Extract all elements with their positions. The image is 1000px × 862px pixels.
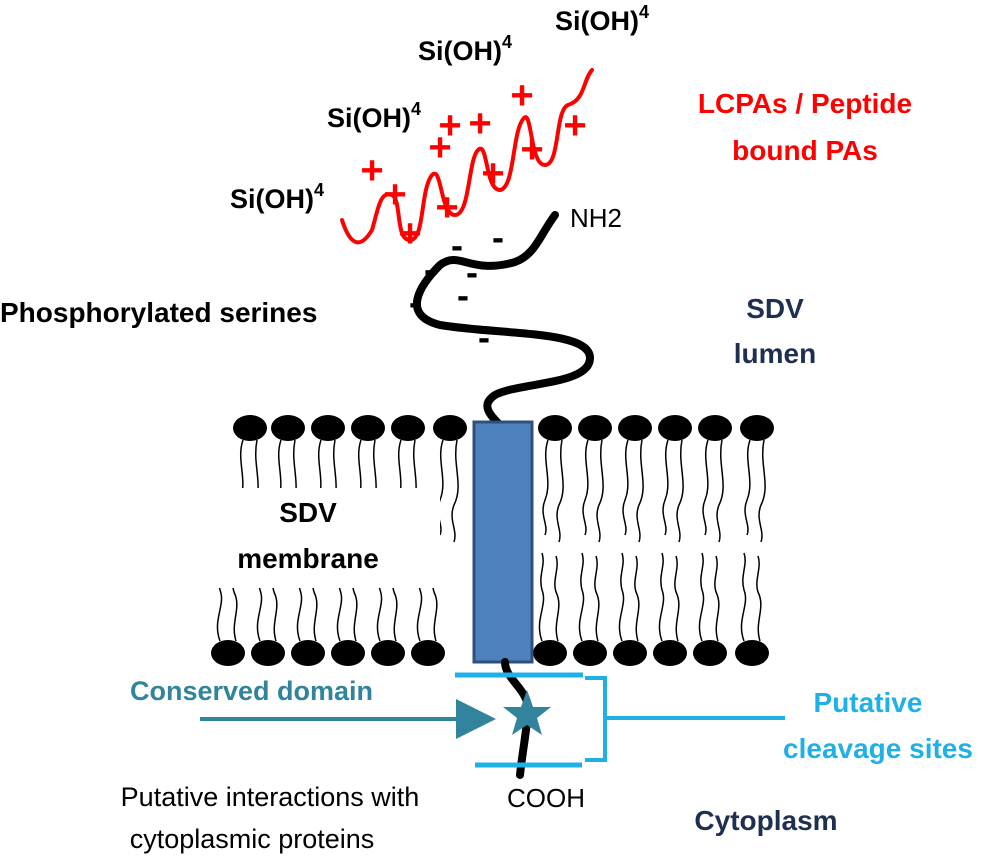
lipid-head <box>233 415 267 441</box>
minus-sign: - <box>492 217 504 258</box>
lipid-head <box>658 415 692 441</box>
lipid-tail <box>618 552 625 642</box>
lipid-tail <box>578 552 585 642</box>
plus-sign: + <box>383 173 406 217</box>
lipid-head <box>411 640 445 666</box>
plus-sign: + <box>468 102 491 146</box>
lipid-head <box>211 640 245 666</box>
plus-sign: + <box>563 104 586 148</box>
lcpas-label-line1: LCPAs / Peptide <box>698 88 912 119</box>
phosphorylated-serines-label: Phosphorylated serines <box>0 297 317 328</box>
lipid-tail <box>538 552 545 642</box>
lipid-tail <box>714 555 720 642</box>
membrane-lower-leaflet-heads <box>211 640 769 666</box>
lipid-head <box>433 415 467 441</box>
lipid-head <box>573 640 607 666</box>
lipid-tail <box>662 439 669 536</box>
sdv-membrane-label-line2: membrane <box>237 543 379 574</box>
star-icon <box>503 690 551 735</box>
plus-sign: + <box>360 149 383 193</box>
lipid-tail <box>451 439 459 543</box>
lipid-tail <box>702 439 709 536</box>
plus-sign: + <box>398 212 421 256</box>
lipid-tail <box>756 555 762 642</box>
sdv-membrane-label-line1: SDV <box>279 497 337 528</box>
lipid-tail <box>596 439 604 543</box>
plus-sign: + <box>435 186 458 230</box>
lipid-tail <box>594 555 600 642</box>
lipid-head <box>618 415 652 441</box>
lipid-head <box>311 415 345 441</box>
lipid-tail <box>744 439 751 536</box>
lipid-head <box>693 640 727 666</box>
silicic-acid-label-1: Si(OH)4 <box>418 32 512 66</box>
lipid-tail <box>636 439 644 543</box>
lipid-tail <box>698 552 705 642</box>
transmembrane-domain <box>472 420 534 664</box>
plus-sign: + <box>428 126 451 170</box>
lipid-tail <box>556 439 564 543</box>
lipid-tail <box>437 439 444 536</box>
cooh-label: COOH <box>507 783 585 813</box>
minus-sign: - <box>409 282 421 323</box>
lipid-tail <box>582 439 589 536</box>
plus-sign: + <box>520 128 543 172</box>
minus-sign: - <box>457 275 469 316</box>
lipid-tail <box>676 439 684 543</box>
lipid-head <box>653 640 687 666</box>
lipid-head <box>291 640 325 666</box>
lipid-tail <box>542 439 549 536</box>
lipid-head <box>735 640 769 666</box>
interactions-label-line1: Putative interactions with <box>121 782 420 812</box>
lipid-head <box>251 640 285 666</box>
silicic-acid-label-2: Si(OH)4 <box>555 2 649 36</box>
putative-cleavage-label-line2: cleavage sites <box>783 733 973 764</box>
lipid-head <box>740 415 774 441</box>
minus-sign: - <box>478 317 490 358</box>
lipid-head <box>578 415 612 441</box>
lipid-head <box>391 415 425 441</box>
lipid-tail <box>758 439 766 543</box>
membrane-label-backdrop <box>210 488 440 588</box>
negative-charges: ------- <box>409 217 504 358</box>
lipid-tail <box>554 555 560 642</box>
lipid-tail <box>634 555 640 642</box>
lipid-tail <box>740 552 747 642</box>
sdv-lumen-label-line2: lumen <box>734 338 816 369</box>
lipid-head <box>538 415 572 441</box>
lipid-head <box>698 415 732 441</box>
lipid-head <box>613 640 647 666</box>
minus-sign: - <box>466 252 478 293</box>
conserved-domain-label: Conserved domain <box>130 676 373 706</box>
cleavage-sites-bracket <box>585 676 785 762</box>
minus-sign: - <box>424 249 436 290</box>
sdv-lumen-label-line1: SDV <box>746 293 804 324</box>
lipid-head <box>331 640 365 666</box>
putative-cleavage-label-line1: Putative <box>814 687 923 718</box>
silicic-acid-label-4: Si(OH)4 <box>230 180 324 214</box>
plus-sign: + <box>510 74 533 118</box>
positive-charges: +++++++++++ <box>360 74 586 256</box>
nh2-label: NH2 <box>570 203 622 233</box>
cytoplasm-label: Cytoplasm <box>694 805 837 836</box>
membrane-upper-leaflet-heads <box>233 415 774 441</box>
lipid-tail <box>622 439 629 536</box>
lcpa-peptide-chain <box>340 68 594 245</box>
lipid-head <box>371 640 405 666</box>
lcpas-label-line2: bound PAs <box>732 135 878 166</box>
plus-sign: + <box>438 104 461 148</box>
plus-sign: + <box>481 152 504 196</box>
protein-n-terminal-strand <box>413 211 595 429</box>
lipid-tail <box>716 439 724 543</box>
lipid-head <box>533 640 567 666</box>
lipid-tail <box>674 555 680 642</box>
silicic-acid-label-3: Si(OH)4 <box>327 99 421 133</box>
lipid-head <box>351 415 385 441</box>
lipid-head <box>271 415 305 441</box>
minus-sign: - <box>451 225 463 266</box>
lipid-tail <box>658 552 665 642</box>
interactions-label-line2: cytoplasmic proteins <box>130 824 375 854</box>
